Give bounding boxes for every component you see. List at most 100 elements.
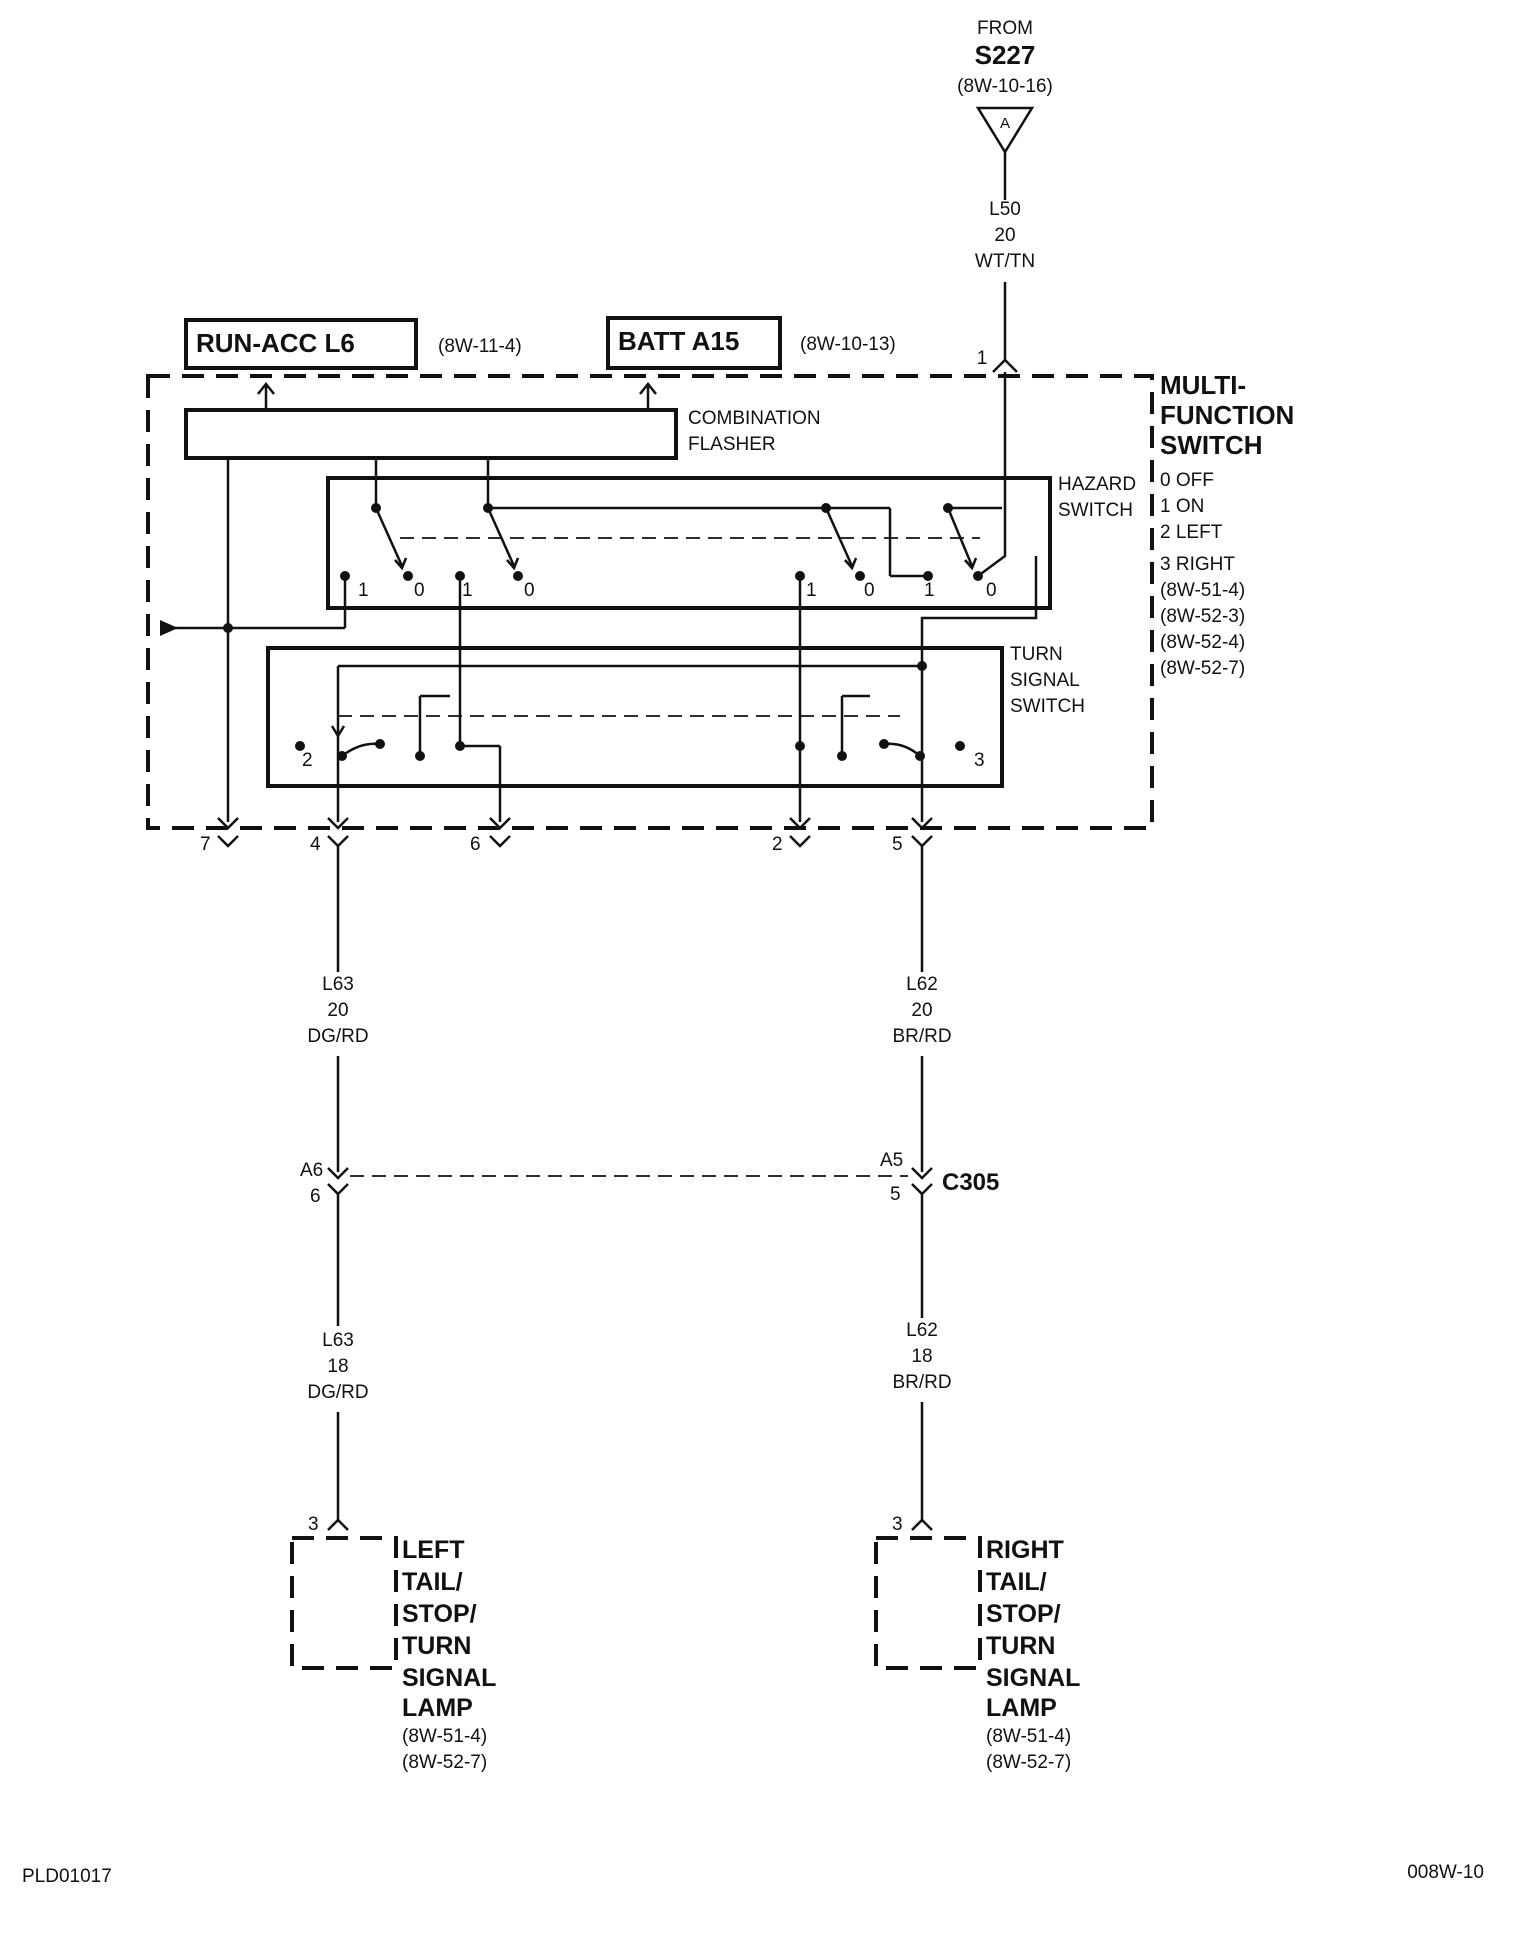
wire-left-lower-color: DG/RD (307, 1382, 368, 1403)
c305-name: C305 (942, 1169, 999, 1196)
batt-box (606, 316, 782, 370)
mfs-ref-1: (8W-52-3) (1160, 606, 1245, 627)
mfs-pos-3: 3 RIGHT (1160, 554, 1235, 575)
right-lamp-line-4: SIGNAL (986, 1664, 1080, 1692)
mfs-title-1: MULTI- (1160, 370, 1246, 400)
mfs-pos-1: 1 ON (1160, 496, 1204, 517)
junction-dot (223, 623, 233, 633)
hazard-label-h4: 0 (524, 580, 535, 601)
turn-label-1: TURN (1010, 644, 1063, 665)
turn-label-t2: 2 (302, 750, 313, 771)
left-lamp-pin: 3 (308, 1514, 319, 1535)
left-lamp-line-5: LAMP (402, 1694, 473, 1722)
mfs-ref-0: (8W-51-4) (1160, 580, 1245, 601)
wire-right-lower-color: BR/RD (892, 1372, 951, 1393)
hazard-label-h1: 1 (358, 580, 369, 601)
mfs-pos-2: 2 LEFT (1160, 522, 1223, 543)
turn-contacts (295, 661, 965, 822)
hazard-label-h2: 0 (414, 580, 425, 601)
connector-c305: A6 6 A5 5 C305 (300, 1150, 999, 1207)
mfs-pos-0: 0 OFF (1160, 470, 1214, 491)
source-block: FROM S227 (8W-10-16) A (957, 18, 1053, 155)
left-lamp-box (290, 1536, 398, 1670)
hazard-label-h3: 1 (462, 580, 473, 601)
turn-label-t3: 3 (974, 750, 985, 771)
right-lamp-ref-1: (8W-52-7) (986, 1752, 1071, 1773)
run-acc-ref: (8W-11-4) (438, 336, 522, 357)
footer-right-code: 008W-10 (1407, 1862, 1484, 1883)
wire-top-gauge: 20 (994, 225, 1015, 246)
source-splice: S227 (975, 40, 1036, 70)
pin-2-label: 2 (772, 834, 783, 855)
c305-right-cav-a: A5 (880, 1150, 903, 1171)
turn-label-2: SIGNAL (1010, 670, 1080, 691)
hazard-switch-box (326, 476, 1052, 610)
wire-right-lower-gauge: 18 (911, 1346, 932, 1367)
left-lamp-line-4: SIGNAL (402, 1664, 496, 1692)
mfs-title-2: FUNCTION (1160, 400, 1294, 430)
source-from: FROM (977, 18, 1033, 39)
pin-top-connector (992, 358, 1018, 373)
left-lamp-line-3: TURN (402, 1632, 471, 1660)
mfs-ref-2: (8W-52-4) (1160, 632, 1245, 653)
right-lamp-box (874, 1536, 982, 1670)
wire-left-upper-circuit: L63 (322, 974, 354, 995)
source-triangle (975, 106, 1035, 155)
wire-left-lower-gauge: 18 (327, 1356, 348, 1377)
source-triangle-label: A (1000, 115, 1010, 132)
footer-left-code: PLD01017 (22, 1866, 112, 1887)
pin-6-label: 6 (470, 834, 481, 855)
run-acc-box (184, 318, 418, 370)
wire-left-upper-color: DG/RD (307, 1026, 368, 1047)
batt-arrow (639, 381, 657, 395)
run-acc-arrow (257, 381, 275, 395)
right-lamp-line-2: STOP/ (986, 1600, 1061, 1628)
right-lamp-ref-0: (8W-51-4) (986, 1726, 1071, 1747)
hazard-to-turn-right (920, 556, 1038, 662)
flasher-label-2: FLASHER (688, 434, 776, 455)
right-lamp: 3 RIGHT TAIL/ STOP/ TURN SIGNAL LAMP (8W… (874, 1514, 1080, 1773)
c305-left-cav-b: 6 (310, 1186, 321, 1207)
right-lamp-line-1: TAIL/ (986, 1568, 1047, 1596)
batt-label: BATT A15 (618, 326, 739, 356)
flasher-label-1: COMBINATION (688, 408, 821, 429)
left-lamp-ref-1: (8W-52-7) (402, 1752, 487, 1773)
c305-right-cav-b: 5 (890, 1184, 901, 1205)
wire-left-upper-gauge: 20 (327, 1000, 348, 1021)
wire-right-upper-circuit: L62 (906, 974, 938, 995)
hazard-label-h6: 0 (864, 580, 875, 601)
pin-top-label: 1 (977, 348, 988, 369)
batt-ref: (8W-10-13) (800, 334, 896, 355)
wire-left-lower-circuit: L63 (322, 1330, 354, 1351)
mfs-legend: MULTI- FUNCTION SWITCH 0 OFF 1 ON 2 LEFT… (1160, 370, 1294, 679)
ground-arrow (160, 620, 178, 636)
source-ref: (8W-10-16) (957, 76, 1053, 97)
left-lamp: 3 LEFT TAIL/ STOP/ TURN SIGNAL LAMP (8W-… (290, 1514, 496, 1773)
hazard-label-2: SWITCH (1058, 500, 1133, 521)
right-lamp-line-3: TURN (986, 1632, 1055, 1660)
right-lamp-line-5: LAMP (986, 1694, 1057, 1722)
left-lamp-ref-0: (8W-51-4) (402, 1726, 487, 1747)
mfs-title-3: SWITCH (1160, 430, 1263, 460)
mfs-ref-3: (8W-52-7) (1160, 658, 1245, 679)
c305-left-cav-a: A6 (300, 1160, 323, 1181)
left-lamp-line-2: STOP/ (402, 1600, 477, 1628)
right-lamp-pin: 3 (892, 1514, 903, 1535)
left-lamp-line-1: TAIL/ (402, 1568, 463, 1596)
pin-4-label: 4 (310, 834, 321, 855)
run-acc-label: RUN-ACC L6 (196, 328, 355, 358)
hazard-label-h8: 0 (986, 580, 997, 601)
wire-top-label: L50 20 WT/TN (975, 199, 1035, 272)
hazard-label-h5: 1 (806, 580, 817, 601)
combination-flasher-box (184, 408, 678, 460)
wire-right-upper-gauge: 20 (911, 1000, 932, 1021)
pin-5-label: 5 (892, 834, 903, 855)
wire-right-upper-color: BR/RD (892, 1026, 951, 1047)
pin-7-label: 7 (200, 834, 211, 855)
bottom-pins: 7 4 6 2 5 (200, 817, 933, 855)
wire-top-color: WT/TN (975, 251, 1035, 272)
hazard-label-h7: 1 (924, 580, 935, 601)
turn-label-3: SWITCH (1010, 696, 1085, 717)
wire-top-circuit: L50 (989, 199, 1021, 220)
